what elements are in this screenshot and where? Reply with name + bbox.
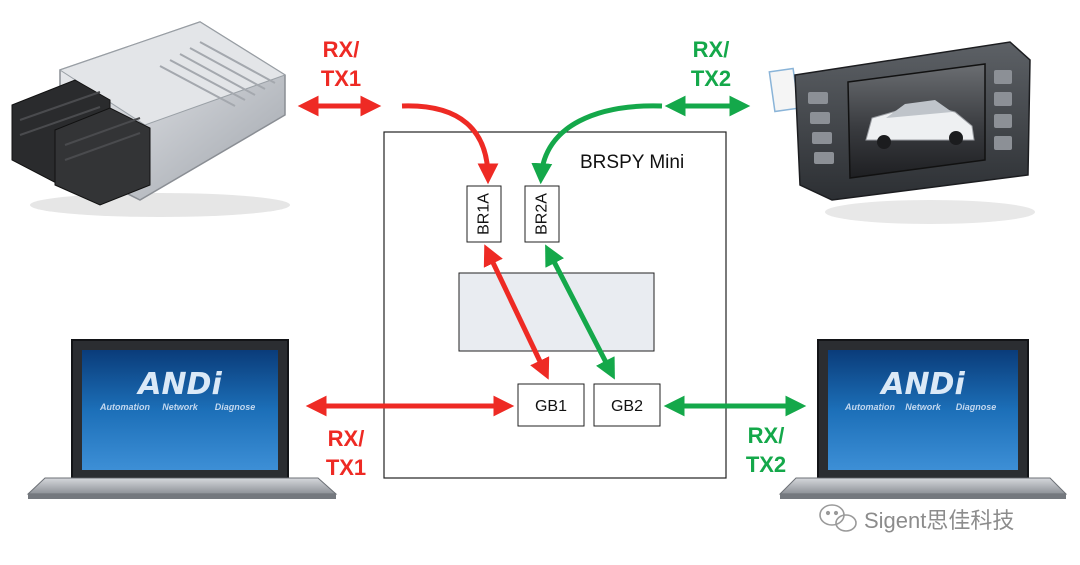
label-tx1-bottom-line2: TX1 — [326, 455, 366, 480]
tagline-word: Network — [162, 402, 199, 412]
tagline-word: Network — [905, 402, 942, 412]
br1a-gb1-arrow — [483, 244, 550, 380]
port-br2a-label: BR2A — [534, 193, 551, 235]
tagline-word: Automation — [99, 402, 150, 412]
device-title: BRSPY Mini — [580, 152, 684, 173]
label-tx1-bottom-line1: RX/ — [328, 426, 365, 451]
port-gb1: GB1 — [517, 383, 585, 427]
watermark: Sigent思佳科技 — [819, 504, 1014, 533]
tx2-curve-arrow — [531, 103, 663, 185]
car-head-unit-icon — [768, 41, 1035, 224]
laptop-logo: ANDi — [136, 367, 222, 402]
inner-module — [458, 272, 655, 352]
ecu-module-icon — [11, 21, 290, 217]
port-br1a: BR1A — [466, 185, 502, 243]
port-gb2-label: GB2 — [611, 398, 643, 415]
tx1-curve-arrow — [401, 103, 499, 185]
tagline-word: Diagnose — [215, 402, 256, 412]
laptop-icon: ANDi Automation Network Diagnose — [26, 339, 338, 499]
tagline-word: Diagnose — [956, 402, 997, 412]
port-gb1-label: GB1 — [535, 398, 567, 415]
watermark-text: Sigent思佳科技 — [864, 508, 1014, 533]
label-tx2-top-line1: RX/ — [693, 37, 730, 62]
br2a-gb2-arrow — [545, 244, 615, 380]
port-br1a-label: BR1A — [476, 193, 493, 235]
label-tx2-bottom-line1: RX/ — [748, 423, 785, 448]
wechat-icon — [819, 504, 857, 532]
tagline-word: Automation — [844, 402, 895, 412]
port-gb2: GB2 — [593, 383, 661, 427]
label-tx1-top-line2: TX1 — [321, 66, 361, 91]
laptop-icon: ANDi Automation Network Diagnose — [778, 339, 1068, 499]
laptop-logo: ANDi — [879, 367, 965, 402]
label-tx2-top-line2: TX2 — [691, 66, 731, 91]
label-tx2-bottom-line2: TX2 — [746, 452, 786, 477]
label-tx1-top-line1: RX/ — [323, 37, 360, 62]
port-br2a: BR2A — [524, 185, 560, 243]
